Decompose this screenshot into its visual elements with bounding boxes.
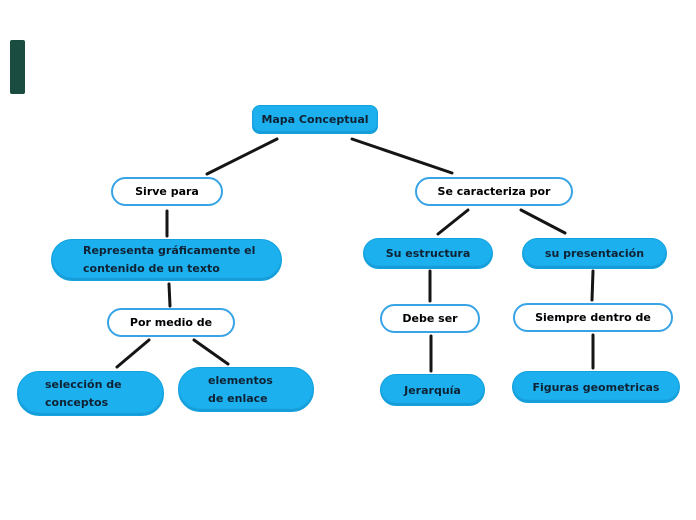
node-label: Su estructura (385, 247, 471, 260)
node-por-medio-de[interactable]: Por medio de (107, 308, 235, 337)
edge-root-caracteriza (350, 137, 454, 175)
node-label: Debe ser (402, 312, 458, 325)
node-label-line1: elementos (208, 373, 273, 387)
node-label-line2: contenido de un texto (83, 262, 220, 275)
edge-caracteriza-presentacion (519, 208, 567, 235)
node-label: Por medio de (129, 316, 213, 329)
node-se-caracteriza-por[interactable]: Se caracteriza por (415, 177, 573, 206)
edge-pormedio-enlace (192, 338, 230, 366)
node-su-presentacion[interactable]: su presentación (522, 238, 667, 269)
node-label: Sirve para (135, 185, 199, 198)
edge-root-sirve-para (205, 137, 279, 176)
node-representa-graficamente[interactable]: Representa gráficamente el contenido de … (51, 239, 282, 281)
edge-pormedio-seleccion (115, 338, 151, 369)
node-debe-ser[interactable]: Debe ser (380, 304, 480, 333)
edge-caracteriza-estructura (436, 208, 470, 236)
node-label: su presentación (544, 247, 645, 260)
node-label-line1: Representa gráficamente el (83, 244, 256, 257)
node-label-line1: selección de (45, 377, 122, 391)
node-siempre-dentro-de[interactable]: Siempre dentro de (513, 303, 673, 332)
node-elementos-de-enlace[interactable]: elementos de enlace (178, 367, 314, 412)
node-sirve-para[interactable]: Sirve para (111, 177, 223, 206)
node-label: Siempre dentro de (535, 311, 651, 324)
node-su-estructura[interactable]: Su estructura (363, 238, 493, 269)
node-label: Mapa Conceptual (261, 113, 369, 126)
node-label-line2: de enlace (208, 391, 268, 405)
left-margin-mark (10, 40, 25, 94)
node-seleccion-de-conceptos[interactable]: selección de conceptos (17, 371, 164, 416)
node-jerarquia[interactable]: Jerarquía (380, 374, 485, 406)
node-label: Jerarquía (404, 383, 461, 397)
node-label: Figuras geometricas (532, 380, 660, 394)
node-label: Se caracteriza por (437, 185, 551, 198)
node-mapa-conceptual[interactable]: Mapa Conceptual (252, 105, 378, 134)
node-label-line2: conceptos (45, 395, 109, 409)
node-figuras-geometricas[interactable]: Figuras geometricas (512, 371, 680, 403)
edge-presentacion-siempre (590, 269, 595, 302)
edge-representa-pormedio (167, 282, 172, 308)
